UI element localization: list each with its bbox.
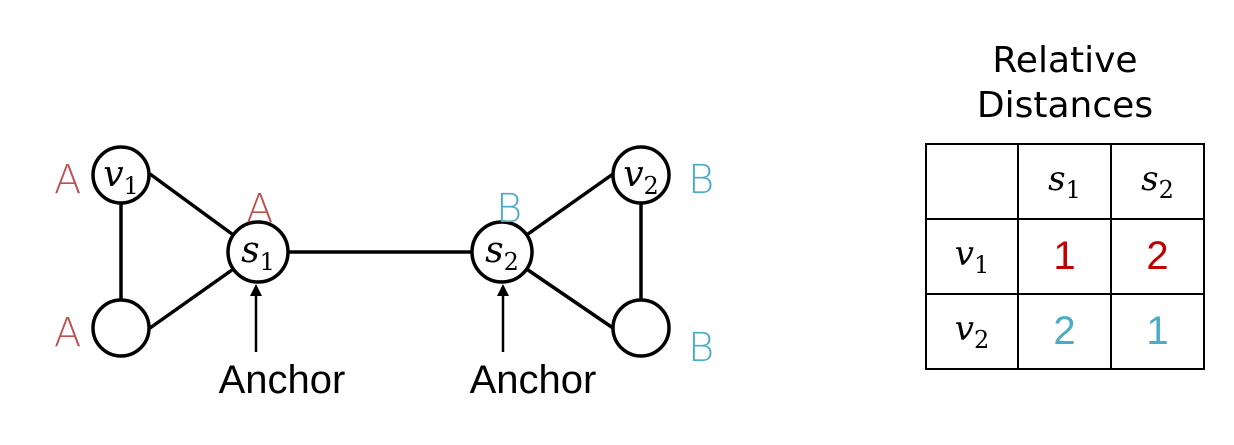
label-v1-group: A <box>54 157 81 203</box>
anchor-arrow-s2 <box>497 284 509 352</box>
node-v2: v2 <box>611 145 671 205</box>
label-bottomleft-group: A <box>54 310 81 356</box>
anchor-arrow-s1 <box>250 284 262 352</box>
node-bottom-right <box>611 298 671 358</box>
node-s2-label: s2 <box>485 230 519 276</box>
label-bottomright-group: B <box>688 325 714 371</box>
anchor-label-s2: Anchor <box>470 358 597 402</box>
table-cell-v2-s2: 1 <box>1110 293 1205 370</box>
node-s1-label: s1 <box>241 230 275 276</box>
table-corner-cell <box>925 143 1019 220</box>
edge-bottomleft-s1 <box>148 268 234 330</box>
node-v2-label: v2 <box>623 154 659 200</box>
table-header-row: s1 s2 <box>925 143 1205 220</box>
label-v2-group: B <box>688 157 714 203</box>
node-v1-label: v1 <box>103 154 139 200</box>
table-row: v2 2 1 <box>925 293 1205 370</box>
node-bottom-left <box>91 298 151 358</box>
node-s1: s1 <box>226 220 290 284</box>
table-row-header-v1: v1 <box>925 218 1019 295</box>
table-row: v1 1 2 <box>925 218 1205 295</box>
edge-s2-bottomright <box>527 268 614 330</box>
table-cell-v2-s1: 2 <box>1017 293 1112 370</box>
table-col-header-s1: s1 <box>1017 143 1112 220</box>
label-s2-group: B <box>496 186 522 232</box>
node-v1: v1 <box>91 145 151 205</box>
graph-diagram: v1 s1 s2 v2 A A A B B B Anchor Anchor <box>54 145 714 402</box>
table-cell-v1-s2: 2 <box>1110 218 1205 295</box>
table-col-header-s2: s2 <box>1110 143 1205 220</box>
relative-distance-table: s1 s2 v1 1 2 v2 2 1 <box>925 143 1205 370</box>
table-cell-v1-s1: 1 <box>1017 218 1112 295</box>
graph-edges <box>119 172 643 330</box>
table-title: Relative Distances <box>976 40 1154 126</box>
edge-v1-s1 <box>148 172 234 236</box>
edge-s2-v2 <box>526 172 615 236</box>
anchor-label-s1: Anchor <box>219 358 346 402</box>
label-s1-group: A <box>246 186 273 232</box>
node-s2: s2 <box>470 220 534 284</box>
table-row-header-v2: v2 <box>925 293 1019 370</box>
